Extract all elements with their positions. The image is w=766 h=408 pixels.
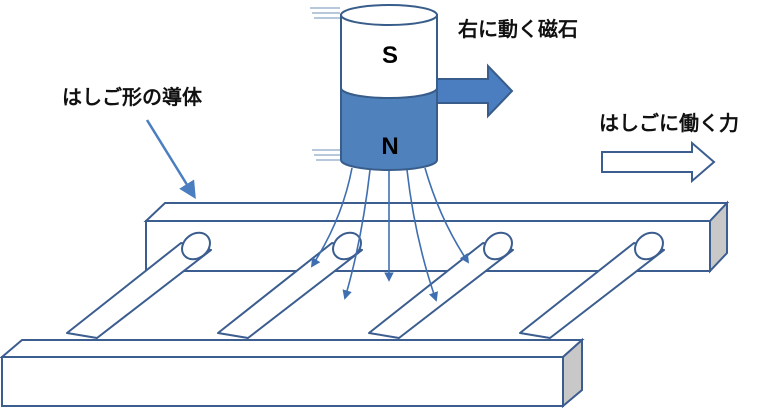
- ladder-rung: [519, 231, 665, 339]
- field-line: [406, 169, 438, 302]
- ladder-rung: [66, 231, 212, 339]
- magnet-north-half: [340, 87, 438, 171]
- ladder-rung: [368, 231, 514, 339]
- field-line: [424, 167, 470, 264]
- south-pole-label: S: [382, 42, 398, 69]
- ladder-rung: [217, 231, 363, 339]
- magnet-moves-right-label: 右に動く磁石: [458, 17, 578, 41]
- north-pole-label: N: [381, 133, 398, 160]
- force-arrow: [601, 140, 716, 184]
- ladder-conductor-label: はしご形の導体: [62, 85, 203, 109]
- magnet-top-face: [340, 4, 438, 26]
- magnet: S N: [310, 4, 438, 171]
- magnet-motion-arrow: [436, 63, 514, 119]
- force-on-ladder-label: はしごに働く力: [599, 111, 739, 135]
- back-rail: [143, 200, 730, 274]
- motion-lines: [310, 7, 340, 161]
- front-rail: [0, 337, 585, 408]
- magnet-south-half: [340, 14, 438, 99]
- field-line: [342, 169, 371, 300]
- field-line: [310, 167, 353, 268]
- magnetic-field-lines: [310, 167, 470, 302]
- ladder-pointer-arrow: [145, 119, 196, 199]
